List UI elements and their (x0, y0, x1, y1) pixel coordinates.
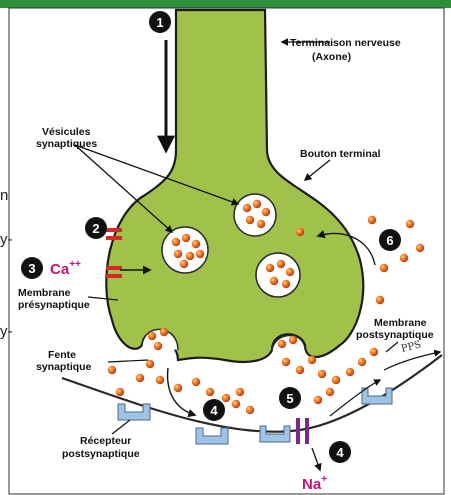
neurotransmitter-molecule (326, 388, 334, 396)
membrane-pre-label: Membrane (18, 287, 71, 299)
neurotransmitter-molecule (270, 277, 278, 285)
presynaptique-label: présynaptique (18, 299, 90, 311)
recepteur-postsynaptique-label: postsynaptique (62, 448, 140, 460)
neurotransmitter-molecule (370, 348, 378, 356)
neurotransmitter-molecule (246, 406, 254, 414)
neurotransmitter-molecule (278, 340, 286, 348)
neurotransmitter-molecule (262, 208, 270, 216)
terminaison-label: Terminaison nerveuse (290, 37, 401, 49)
neurotransmitter-molecule (186, 252, 194, 260)
neurotransmitter-molecule (156, 376, 164, 384)
neurotransmitter-molecule (154, 342, 162, 350)
neurotransmitter-molecule (406, 220, 414, 228)
neurotransmitter-molecule (148, 332, 156, 340)
neurotransmitter-molecule (296, 228, 304, 236)
bg-fragment-low: y- (0, 323, 13, 340)
neurotransmitter-molecule (277, 260, 285, 268)
neurotransmitter-molecule (196, 250, 204, 258)
neurotransmitter-molecule (308, 356, 316, 364)
bg-fragment-mid: y- (0, 231, 13, 248)
neurotransmitter-molecule (296, 366, 304, 374)
neurotransmitter-molecule (289, 336, 297, 344)
axone-label: (Axone) (312, 51, 351, 63)
vesicules-label: Vésicules (42, 126, 91, 138)
membrane-post-label: Membrane (374, 317, 427, 329)
neurotransmitter-molecule (192, 240, 200, 248)
svg-text:4: 4 (336, 445, 344, 460)
neurotransmitter-molecule (253, 200, 261, 208)
neurotransmitter-molecule (236, 388, 244, 396)
neurotransmitter-molecule (222, 394, 230, 402)
step-badge-5: 5 (279, 387, 301, 409)
neurotransmitter-molecule (314, 396, 322, 404)
neurotransmitter-molecule (257, 220, 265, 228)
neurotransmitter-molecule (282, 358, 290, 366)
vesicle (234, 194, 276, 236)
neurotransmitter-molecule (400, 254, 408, 262)
bg-fragment-top: n (0, 187, 8, 204)
synaptiques-label: synaptiques (36, 138, 97, 150)
step-badge-6: 6 (379, 229, 401, 251)
neurotransmitter-molecule (332, 376, 340, 384)
svg-text:5: 5 (286, 391, 293, 406)
svg-text:2: 2 (92, 221, 99, 236)
neurotransmitter-molecule (368, 216, 376, 224)
neurotransmitter-molecule (232, 400, 240, 408)
neurotransmitter-molecule (206, 388, 214, 396)
neurotransmitter-molecule (286, 268, 294, 276)
neurotransmitter-molecule (376, 296, 384, 304)
neurotransmitter-molecule (172, 238, 180, 246)
neurotransmitter-molecule (174, 250, 182, 258)
step-badge-4b: 4 (329, 441, 351, 463)
recepteur-label: Récepteur (80, 435, 131, 447)
neurotransmitter-molecule (182, 234, 190, 242)
fente-label: Fente (48, 349, 76, 361)
neurotransmitter-molecule (180, 260, 188, 268)
step-badge-4a: 4 (203, 399, 225, 421)
svg-text:3: 3 (28, 261, 35, 276)
step-badge-3: 3 (21, 257, 43, 279)
step-badge-2: 2 (85, 217, 107, 239)
synaptique-label: synaptique (36, 361, 92, 373)
neurotransmitter-molecule (246, 216, 254, 224)
neurotransmitter-molecule (243, 204, 251, 212)
neurotransmitter-molecule (358, 358, 366, 366)
top-banner (0, 0, 451, 8)
neurotransmitter-molecule (136, 374, 144, 382)
step-badge-1: 1 (149, 11, 171, 33)
neurotransmitter-molecule (192, 378, 200, 386)
neurotransmitter-molecule (318, 370, 326, 378)
postsynaptique-label: postsynaptique (356, 329, 434, 341)
neurotransmitter-molecule (346, 368, 354, 376)
neurotransmitter-molecule (416, 244, 424, 252)
vesicle (256, 253, 300, 297)
neurotransmitter-molecule (174, 384, 182, 392)
neurotransmitter-molecule (146, 360, 154, 368)
neurotransmitter-molecule (108, 366, 116, 374)
svg-text:6: 6 (386, 233, 393, 248)
neurotransmitter-molecule (380, 264, 388, 272)
svg-text:4: 4 (210, 403, 218, 418)
svg-text:1: 1 (156, 15, 163, 30)
neurotransmitter-molecule (116, 388, 124, 396)
neurotransmitter-molecule (160, 328, 168, 336)
bouton-label: Bouton terminal (300, 148, 381, 160)
neurotransmitter-molecule (266, 264, 274, 272)
neurotransmitter-molecule (282, 280, 290, 288)
